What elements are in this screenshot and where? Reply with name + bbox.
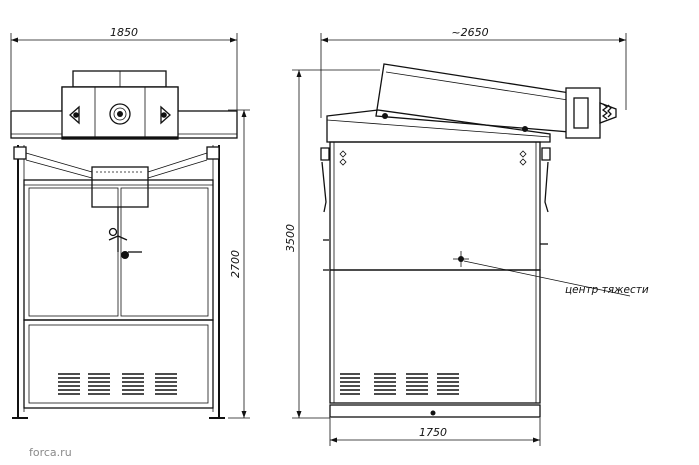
watermark: forca.ru [29,446,72,459]
lower-cabinet-inner [28,324,209,404]
side-base-plate [329,404,541,418]
side-right-strut [544,161,549,213]
front-vents [58,373,177,395]
tube-connector-thread [601,103,609,120]
side-left-strut [321,161,327,213]
dim-base-length: 1750 [419,426,447,439]
side-left-hinge [320,147,330,161]
right-cables [147,152,208,179]
door-handle-icon [121,251,129,259]
side-lower-body [329,269,541,404]
side-head-housing [375,63,571,133]
side-head-seam [385,71,569,101]
end-tube-core [573,97,589,129]
dim-front-width: 1850 [110,26,138,39]
dial-center [117,111,123,117]
dim-front-height: 2700 [229,250,242,278]
lock-icon [108,227,118,237]
center-of-gravity-mark [453,251,469,267]
left-bracket [13,146,27,160]
side-head-bolt-right [522,126,528,132]
front-lower-cabinet [23,319,214,409]
tube-connector-thread-2 [607,104,612,118]
dim-side-height: 3500 [284,224,297,252]
side-upper-body [329,141,541,271]
side-view: ~2650 3500 [284,26,649,446]
front-view: 1850 [10,26,250,419]
dial-outer [109,103,131,125]
left-lamp-body [69,105,80,125]
side-right-marker [519,150,527,166]
left-lamp-center [73,112,79,118]
lock-latch [108,235,128,241]
dial-ring [113,107,127,121]
foot-switch-box [91,166,149,208]
side-table-edge [326,119,551,138]
side-left-marker [339,150,347,166]
head-top-cover [72,70,167,88]
side-right-hinge [541,147,551,161]
right-bracket [206,146,220,160]
side-table-top [326,109,551,143]
left-cables [25,152,93,179]
right-lamp-body [160,105,171,125]
right-lamp-center [161,112,167,118]
right-door [120,187,209,317]
cog-leader-line [463,260,631,297]
side-head-bolt-left [382,113,388,119]
dim-overall-length: ~2650 [451,26,488,39]
base-plate-bolt [430,410,436,416]
side-vents [340,373,459,395]
cog-label: центр тяжести [565,284,649,296]
